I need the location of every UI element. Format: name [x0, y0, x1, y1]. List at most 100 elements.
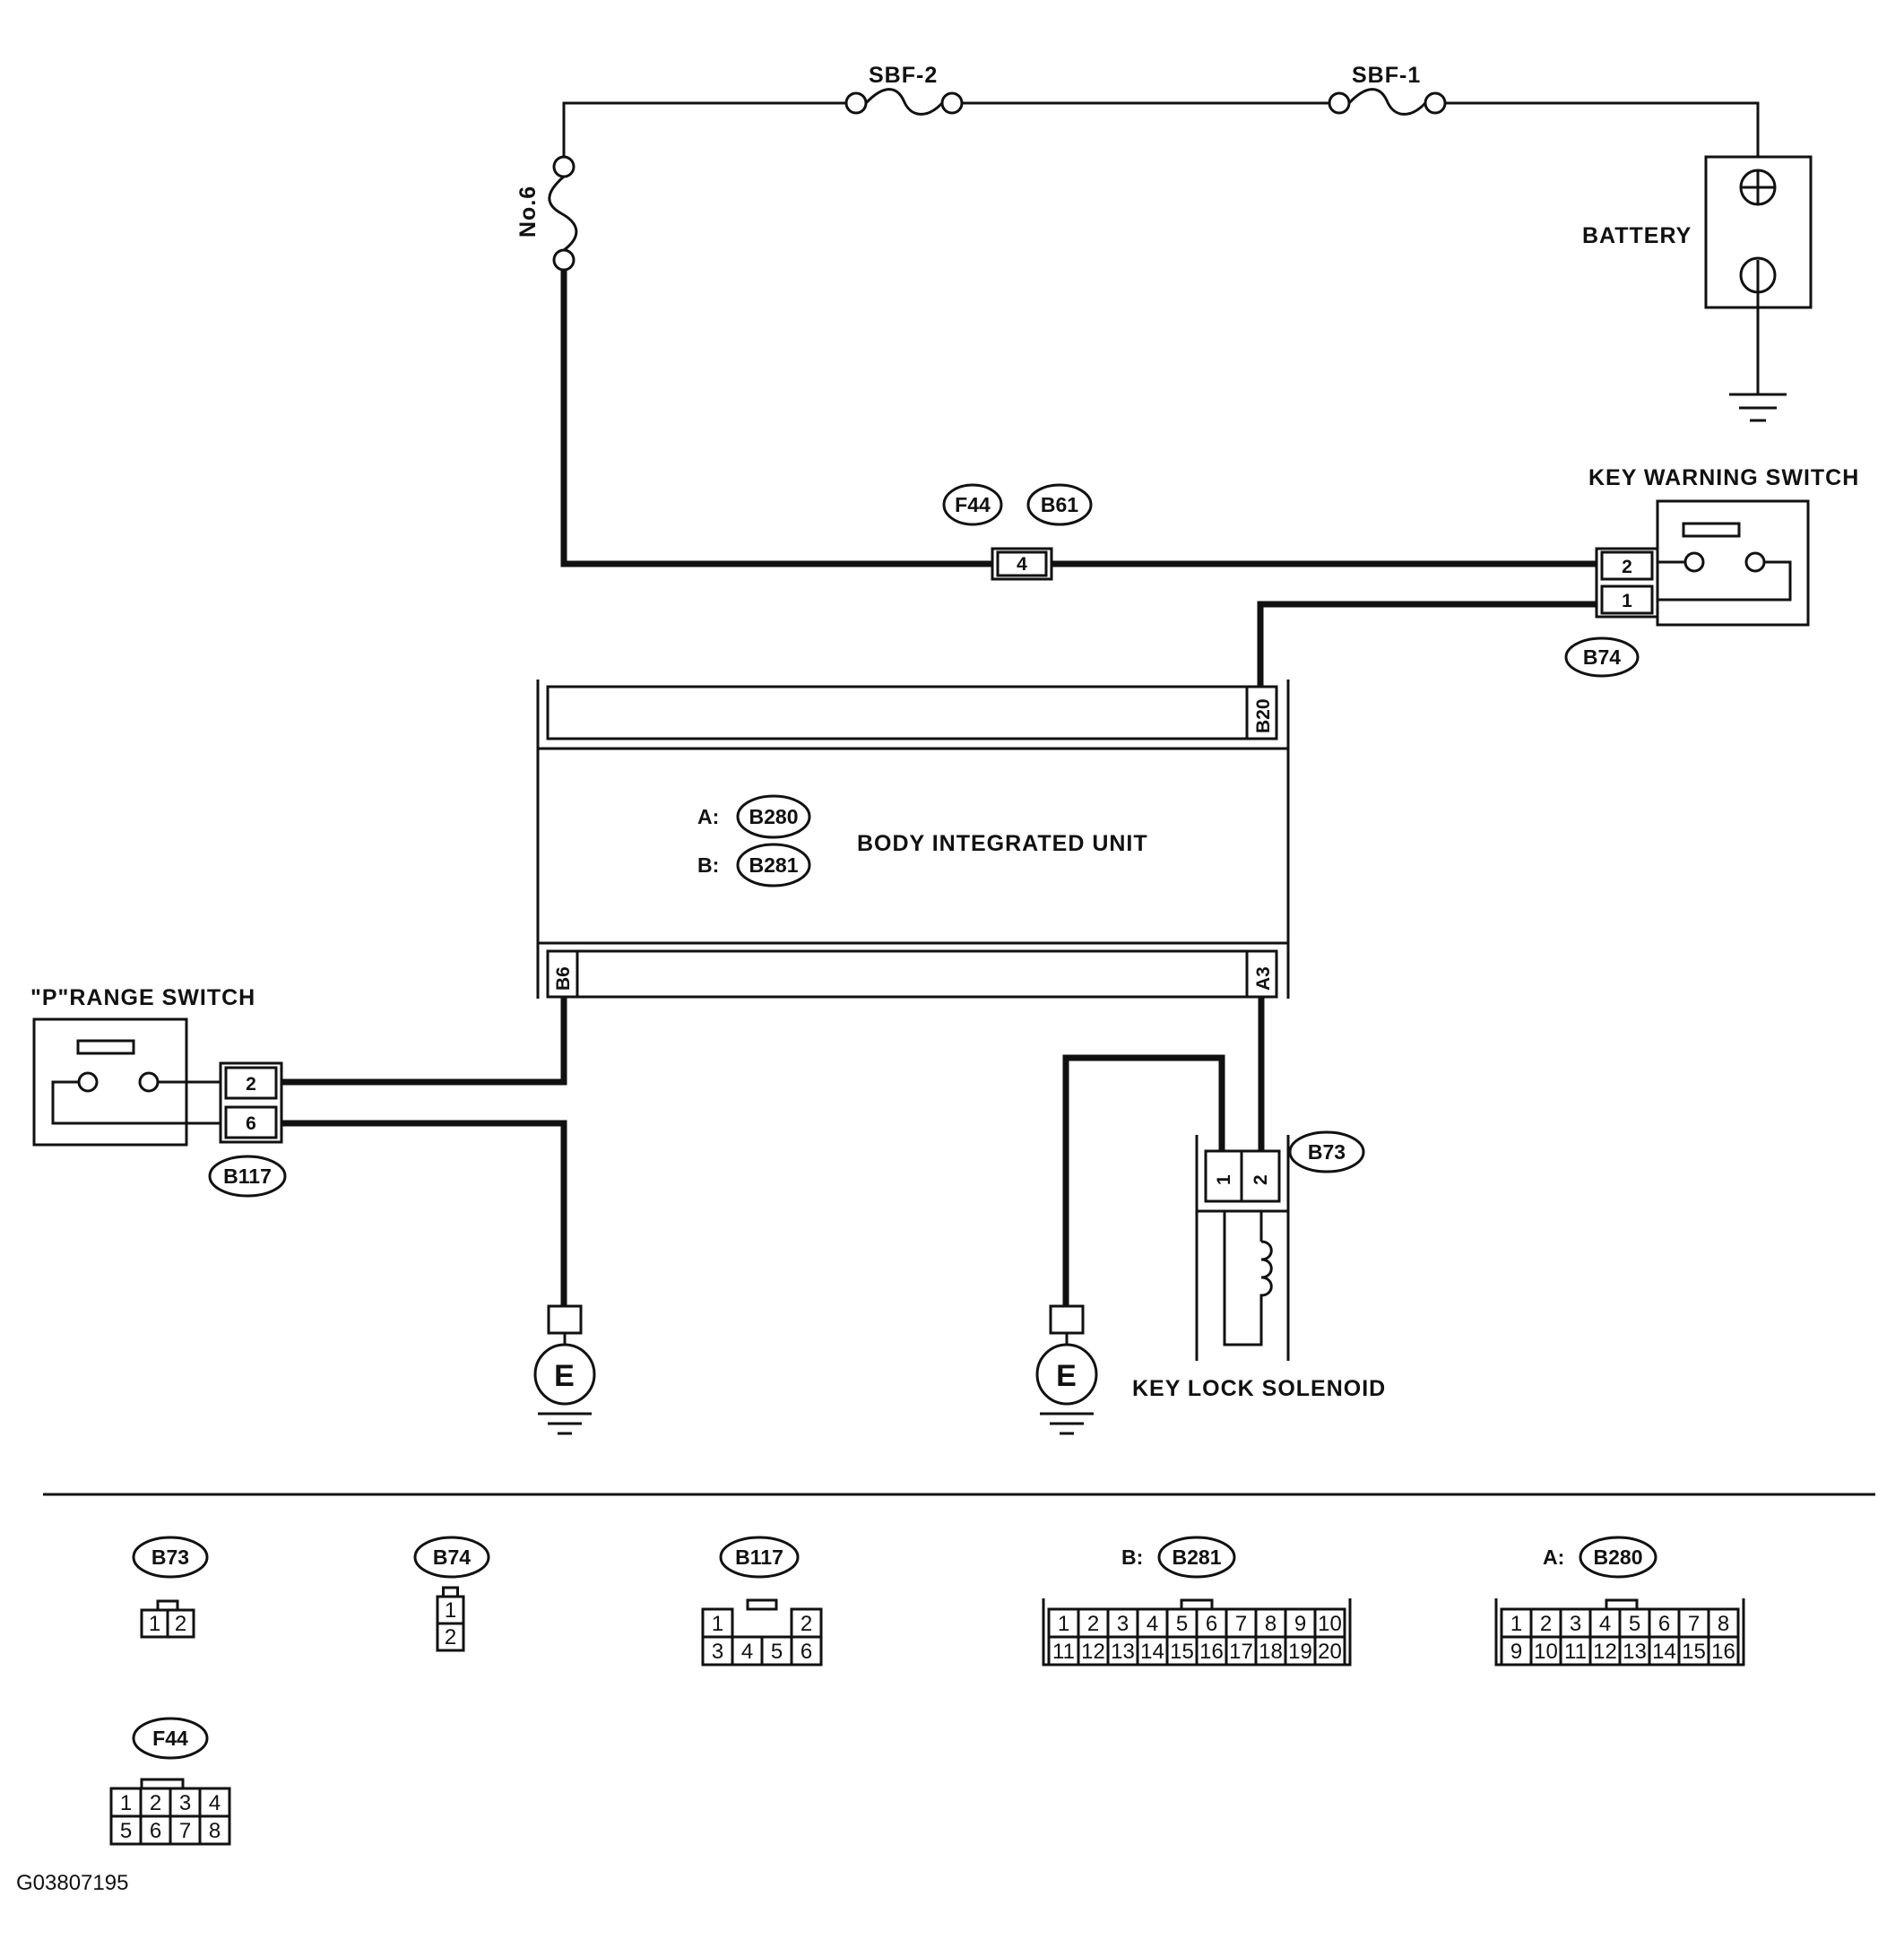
b280-cell [1559, 1607, 1592, 1639]
b280-cell [1677, 1635, 1710, 1667]
b61-badge: B61 [1041, 493, 1078, 516]
b280-pin-label: 4 [1599, 1612, 1611, 1636]
b281-pin-label: 8 [1265, 1612, 1277, 1636]
b74-cell [436, 1622, 465, 1652]
f44-b61-pin: 4 [1017, 554, 1027, 575]
biu-prefix-a: A: [697, 805, 719, 828]
b281-cell [1047, 1635, 1080, 1667]
power-supply-line: SBF-2 SBF-1 No.6 [515, 63, 1760, 272]
b281-pin-label: 17 [1229, 1640, 1253, 1664]
b73-badge: B73 [1308, 1140, 1346, 1164]
f44-pin-label: 5 [120, 1819, 132, 1843]
b280-badge: B280 [749, 805, 799, 828]
b117-pin-label: 4 [741, 1640, 753, 1664]
b281-pin-label: 9 [1294, 1612, 1306, 1636]
b280-pin-label: 9 [1510, 1640, 1522, 1664]
b281-cell [1313, 1607, 1346, 1639]
b117-pin-label: 1 [712, 1612, 723, 1636]
b281-pin-label: 5 [1176, 1612, 1188, 1636]
b74-pin-top: 2 [1622, 557, 1632, 577]
key-lock-solenoid: 1 2 KEY LOCK SOLENOID B73 [1132, 1130, 1386, 1401]
biu-pin-b6: B6 [553, 966, 574, 991]
legend-b74-badge: B74 [433, 1545, 471, 1569]
legend-b74-face: 12 [436, 1586, 465, 1652]
wire-key-warning-to-biu [1257, 601, 1597, 699]
b281-cell [1225, 1607, 1258, 1639]
b73-pin-left: 1 [1214, 1174, 1234, 1185]
b281-pin-label: 12 [1081, 1640, 1105, 1664]
battery-label: BATTERY [1582, 223, 1692, 248]
b117-pin-label: 3 [712, 1640, 723, 1664]
b280-pin-label: 15 [1682, 1640, 1706, 1664]
b281-pin-label: 20 [1318, 1640, 1342, 1664]
battery-ground-icon [1729, 393, 1787, 422]
b117-cell [790, 1635, 823, 1667]
legend-f44-badge: F44 [152, 1727, 188, 1750]
f44-pin-label: 3 [179, 1791, 191, 1815]
f44-cell [198, 1814, 231, 1846]
b117-pin-label: 2 [801, 1612, 812, 1636]
b281-badge: B281 [749, 853, 799, 877]
f44-badge: F44 [955, 493, 991, 516]
b281-cell [1313, 1635, 1346, 1667]
b281-cell [1165, 1607, 1199, 1639]
b281-pin-label: 18 [1259, 1640, 1283, 1664]
fuse-no6-label: No.6 [515, 186, 541, 238]
fuse-sbf2: SBF-2 [844, 63, 964, 116]
f44-pin-label: 2 [150, 1791, 161, 1815]
legend-b281-prefix: B: [1121, 1545, 1143, 1569]
b281-pin-label: 16 [1199, 1640, 1224, 1664]
b74-pin-bottom: 1 [1622, 591, 1632, 611]
b73-pin-right: 2 [1251, 1174, 1271, 1185]
b281-pin-label: 11 [1052, 1640, 1075, 1664]
b281-pin-label: 15 [1170, 1640, 1194, 1664]
b280-pin-label: 8 [1718, 1612, 1729, 1636]
biu-pin-b20: B20 [1253, 698, 1274, 733]
b117-latch [746, 1598, 778, 1611]
b280-pin-label: 5 [1629, 1612, 1640, 1636]
fuse-sbf1: SBF-1 [1328, 63, 1447, 116]
b281-pin-label: 10 [1318, 1612, 1342, 1636]
key-warning-switch-label: KEY WARNING SWITCH [1588, 465, 1859, 490]
key-lock-solenoid-label: KEY LOCK SOLENOID [1132, 1376, 1386, 1401]
biu-prefix-b: B: [697, 853, 719, 877]
f44-pin-label: 6 [150, 1819, 161, 1843]
b280-pin-label: 1 [1510, 1612, 1522, 1636]
b281-cell [1284, 1635, 1317, 1667]
legend-b280-prefix: A: [1543, 1545, 1564, 1569]
connector-b117: 2 6 B117 [208, 1061, 287, 1198]
b280-cell [1707, 1635, 1740, 1667]
f44-pin-label: 4 [209, 1791, 221, 1815]
legend-b281-badge: B281 [1173, 1545, 1222, 1569]
b280-pin-label: 14 [1652, 1640, 1676, 1664]
b280-pin-label: 2 [1540, 1612, 1552, 1636]
legend-b73-badge: B73 [151, 1545, 189, 1569]
b280-pin-label: 6 [1658, 1612, 1670, 1636]
b280-pin-label: 11 [1564, 1640, 1587, 1664]
b281-pin-label: 14 [1140, 1640, 1164, 1664]
f44-cell [109, 1814, 143, 1846]
b281-pin-label: 3 [1117, 1612, 1129, 1636]
b73-cell [166, 1608, 195, 1639]
biu-pin-a3: A3 [1253, 966, 1274, 991]
b281-pin-label: 13 [1111, 1640, 1135, 1664]
b281-pin-label: 19 [1288, 1640, 1312, 1664]
b280-cell [1588, 1635, 1622, 1667]
b74-pin-label: 1 [445, 1598, 456, 1623]
fuse-no6: No.6 [515, 155, 578, 272]
b280-pin-label: 16 [1711, 1640, 1735, 1664]
legend-b117-badge: B117 [735, 1545, 783, 1569]
b280-cell [1588, 1607, 1622, 1639]
b117-pin-bottom: 6 [246, 1113, 256, 1134]
ground-left: E [533, 1304, 596, 1435]
b280-pin-label: 13 [1623, 1640, 1647, 1664]
b281-cell [1195, 1635, 1228, 1667]
b74-pin-label: 2 [445, 1625, 456, 1649]
p-range-switch: "P"RANGE SWITCH [30, 985, 255, 1147]
ground-right-label: E [1056, 1359, 1077, 1393]
f44-pin-label: 7 [179, 1819, 191, 1843]
